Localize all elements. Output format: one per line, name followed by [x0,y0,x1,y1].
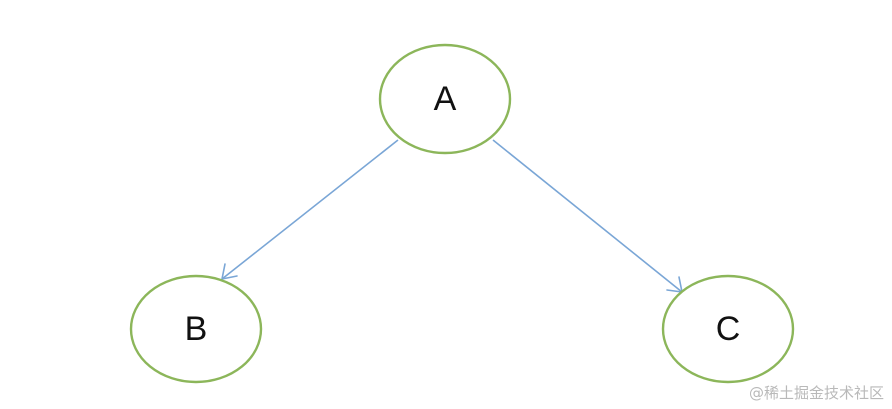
edge-a-to-c-line [492,139,683,293]
node-c-ellipse [661,274,795,384]
node-a-label: A [434,80,457,118]
node-b-ellipse [129,274,263,384]
node-a: A [378,43,512,155]
node-c: C [661,274,795,384]
edge-a-to-b [221,139,399,280]
node-b: B [129,274,263,384]
edge-a-to-c [492,139,683,293]
watermark-text: @稀土掘金技术社区 [748,384,884,402]
edge-a-to-b-line [221,139,399,280]
node-a-ellipse [378,43,512,155]
node-c-label: C [716,310,741,348]
node-b-label: B [185,310,208,348]
